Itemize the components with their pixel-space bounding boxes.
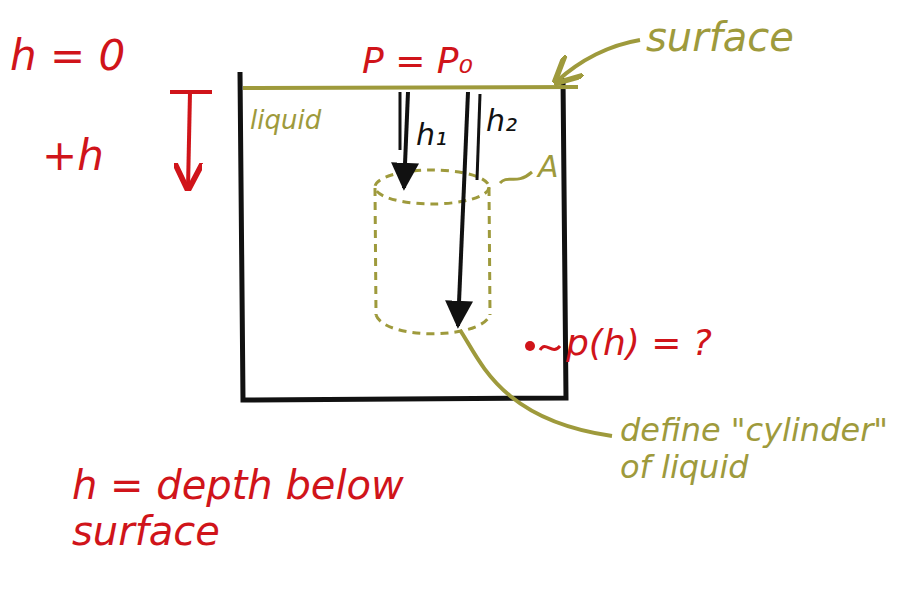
surface-label: surface xyxy=(646,14,794,60)
liquid-label: liquid xyxy=(250,106,321,136)
pressure-question: p(h) = ? xyxy=(566,322,712,363)
depth-arrow xyxy=(188,92,190,188)
cylinder xyxy=(375,170,490,334)
h1-stroke xyxy=(399,92,402,150)
h2-arrow xyxy=(458,92,468,326)
depth-direction: +h xyxy=(42,132,104,180)
h1-arrow xyxy=(404,92,408,188)
surface-pointer xyxy=(556,40,640,82)
area-label: A xyxy=(538,150,559,185)
depth-definition: h = depth below surface xyxy=(72,462,462,554)
cylinder-note: define "cylinder" of liquid xyxy=(620,412,902,486)
depth-h1: h₁ xyxy=(416,118,447,153)
surface-pressure: P = P₀ xyxy=(362,40,473,81)
container xyxy=(240,72,566,400)
depth-h2: h₂ xyxy=(486,104,517,139)
point-dot xyxy=(525,341,535,351)
area-leader xyxy=(500,172,532,183)
surface-line xyxy=(243,87,578,88)
depth-zero: h = 0 xyxy=(10,32,125,80)
point-leader xyxy=(540,346,560,350)
h2-stroke xyxy=(477,94,480,180)
